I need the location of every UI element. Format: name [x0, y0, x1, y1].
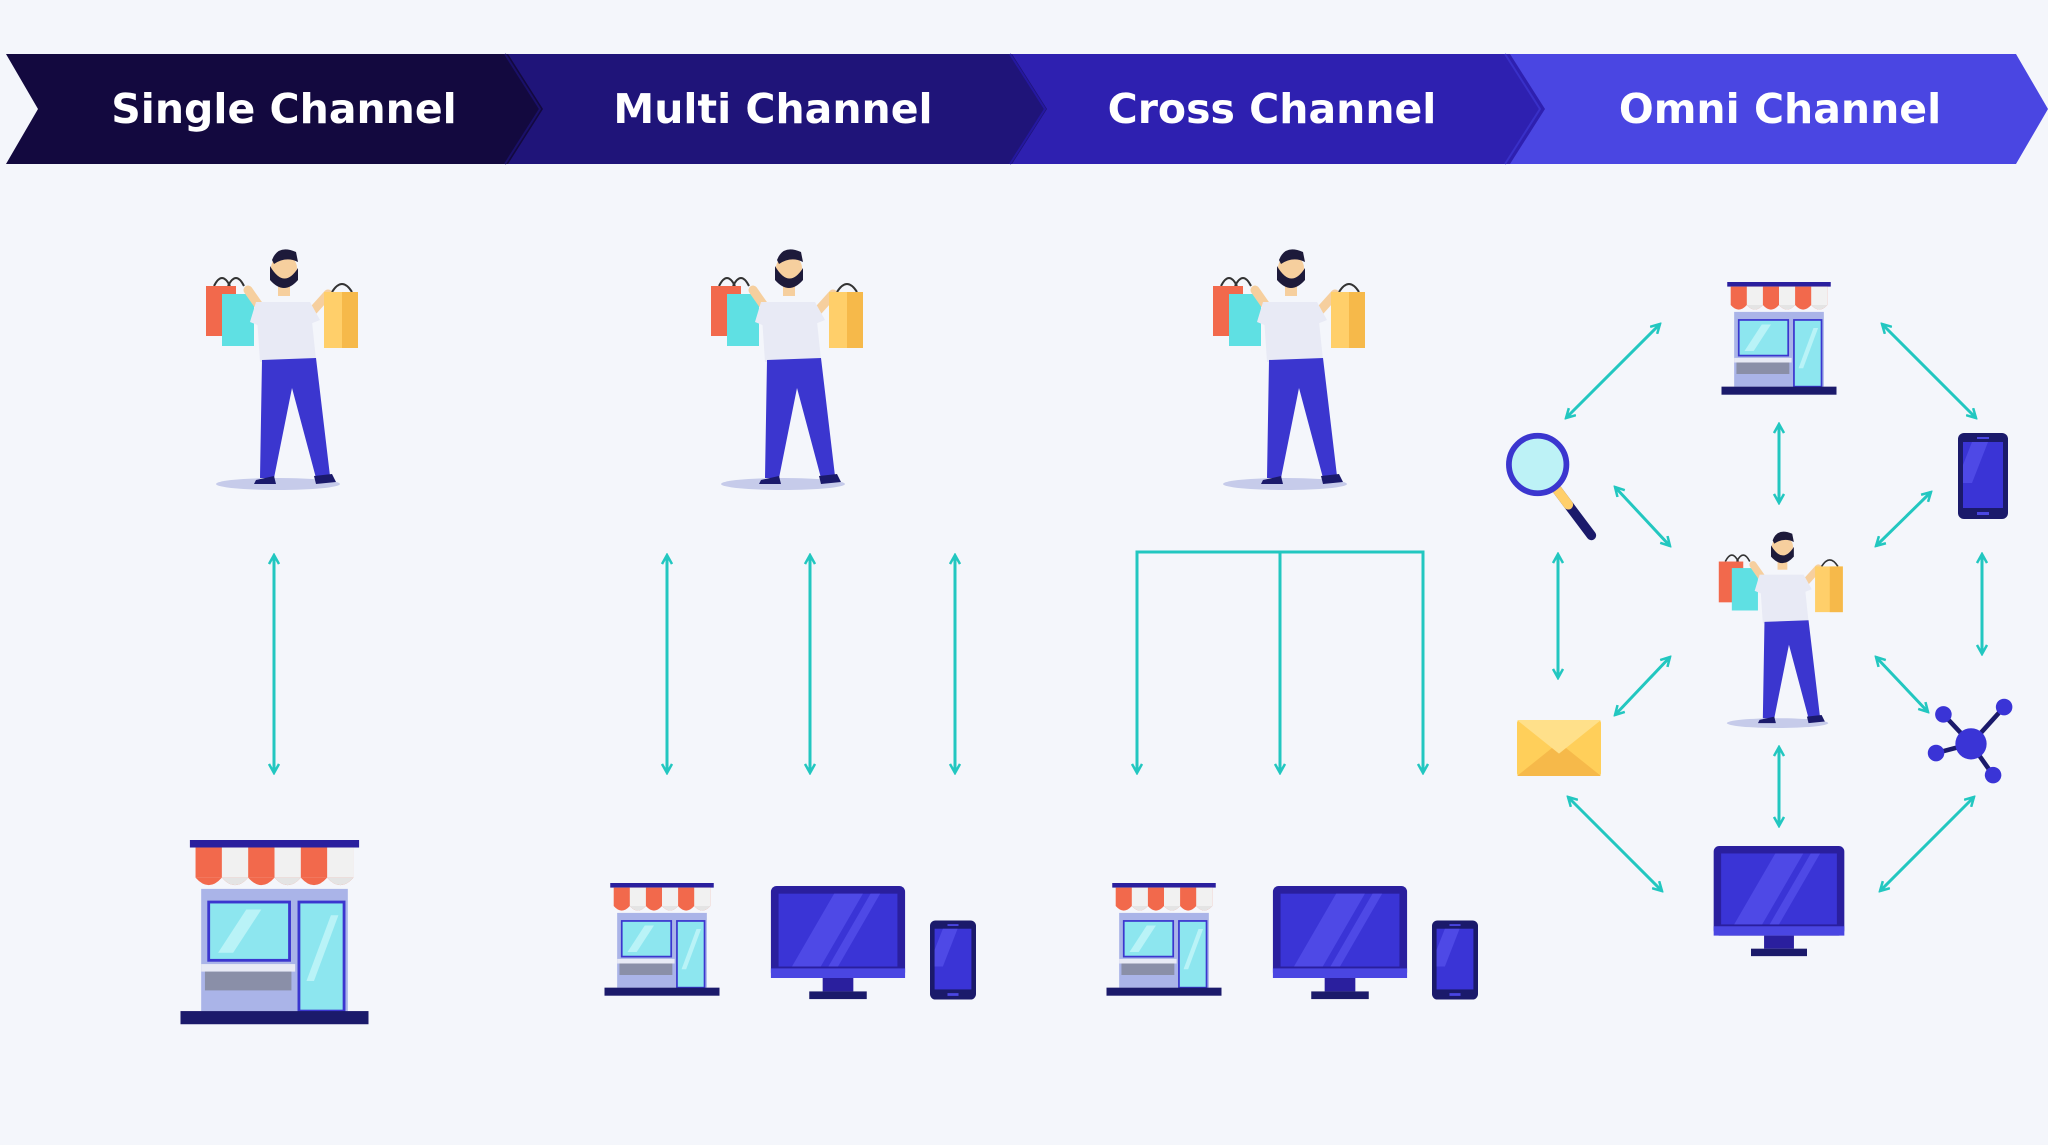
desktop-monitor-icon — [1713, 846, 1845, 957]
smartphone-icon — [1958, 433, 2008, 519]
stage-label-single: Single Channel — [111, 85, 456, 133]
connection-arrow — [1615, 657, 1670, 715]
shopper-icon — [1719, 532, 1843, 728]
omni-connection-arrows — [1558, 324, 1982, 891]
stage-header: Single Channel Multi Channel Cross Chann… — [6, 53, 2048, 165]
connection-arrow — [1615, 487, 1670, 546]
stage-chevron-cross — [1010, 54, 1545, 164]
stage-chevron-single — [6, 54, 543, 164]
desktop-monitor-icon — [1272, 886, 1408, 1000]
shopper-icon — [1213, 249, 1365, 490]
omni-channel-column — [1509, 282, 2013, 957]
network-icon — [1928, 699, 2013, 784]
stage-label-cross: Cross Channel — [1108, 85, 1437, 133]
connection-arrow — [1568, 797, 1662, 891]
connection-arrow — [1876, 492, 1931, 546]
storefront-icon — [603, 883, 721, 997]
stage-label-omni: Omni Channel — [1619, 85, 1941, 133]
shopper-icon — [711, 249, 863, 490]
multi-channel-column — [603, 249, 976, 1000]
desktop-monitor-icon — [770, 886, 906, 1000]
connection-arrow — [1876, 657, 1928, 712]
stage-chevron-multi — [505, 54, 1047, 164]
storefront-icon — [178, 840, 371, 1027]
storefront-icon — [1720, 282, 1838, 396]
smartphone-icon — [1432, 920, 1478, 1000]
magnifier-icon — [1509, 436, 1591, 536]
stage-label-multi: Multi Channel — [613, 85, 932, 133]
single-channel-column — [178, 249, 371, 1027]
cross-channel-column — [1105, 249, 1478, 1000]
connection-arrow — [1882, 324, 1976, 418]
shopper-icon — [206, 249, 358, 490]
envelope-icon — [1517, 720, 1601, 776]
storefront-icon — [1105, 883, 1223, 997]
stage-chevron-omni — [1505, 54, 2048, 164]
smartphone-icon — [930, 920, 976, 1000]
connection-arrow — [1566, 324, 1660, 418]
connection-arrow — [1880, 797, 1974, 891]
